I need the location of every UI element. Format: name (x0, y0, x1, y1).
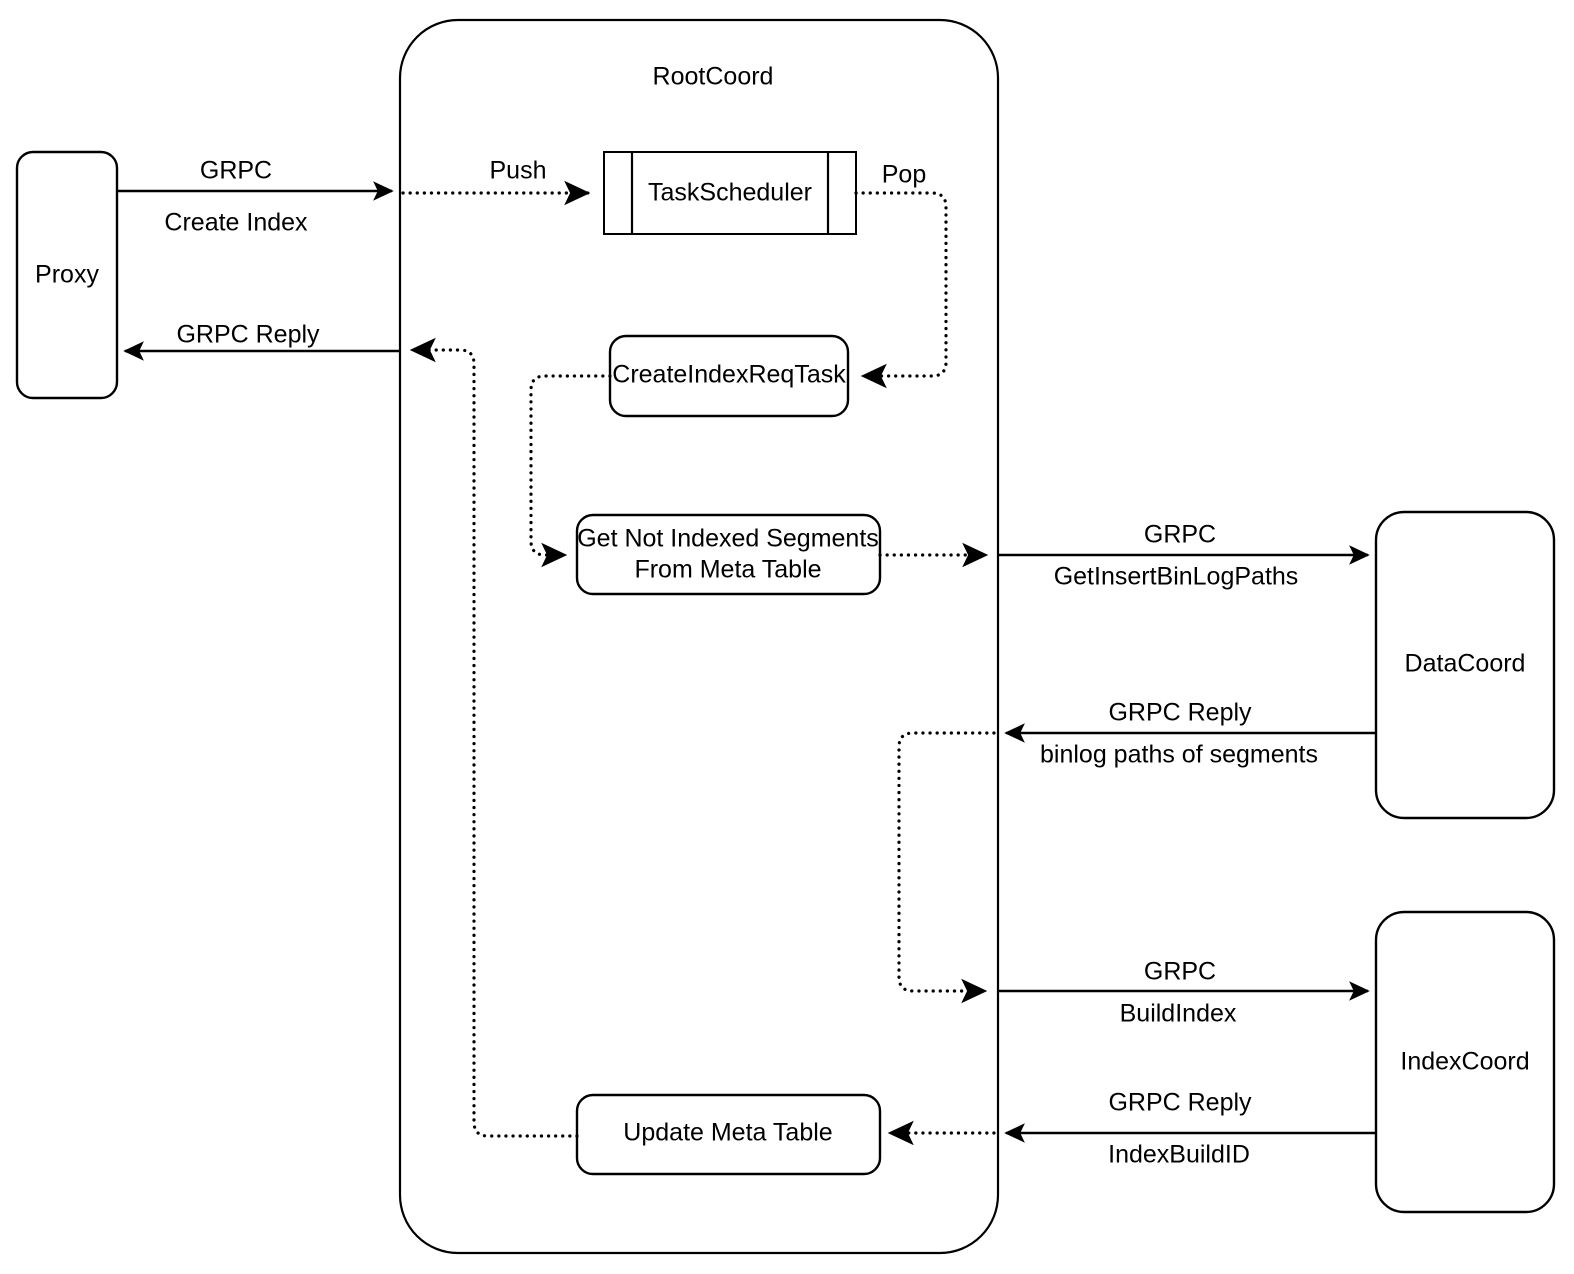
edge-push[interactable]: Push (401, 157, 591, 206)
edge-label-grpc-reply-proxy: GRPC Reply (176, 321, 320, 349)
indexcoord-box (1374, 910, 1556, 1214)
edge-label-grpc-indexcoord: GRPC (1144, 958, 1216, 986)
edge-update-meta-table-to-grpc-reply[interactable] (409, 337, 579, 1138)
edge-pop[interactable]: Pop (854, 161, 948, 389)
edge-label-grpc-reply-indexcoord: GRPC Reply (1108, 1089, 1252, 1117)
node-update-meta-table[interactable]: Update Meta Table (575, 1093, 882, 1176)
node-indexcoord[interactable]: IndexCoord (1374, 910, 1556, 1214)
edge-proxy-to-rootcoord[interactable]: GRPC Create Index (117, 157, 394, 237)
edge-binlog-to-buildindex-line (897, 731, 996, 1004)
edge-label-grpc-create-index-top: GRPC (200, 157, 272, 185)
edge-indexcoord-to-rootcoord[interactable]: GRPC Reply IndexBuildID (1004, 1089, 1376, 1169)
edge-rootcoord-to-proxy[interactable]: GRPC Reply (123, 321, 400, 361)
get-not-indexed-segments-label-line1: Get Not Indexed Segments (577, 525, 879, 553)
datacoord-box (1374, 510, 1556, 820)
edge-rootcoord-to-datacoord[interactable]: GRPC GetInsertBinLogPaths (998, 521, 1370, 591)
edge-label-push: Push (490, 157, 547, 185)
edge-label-binlog-paths-of-segments: binlog paths of segments (1040, 741, 1318, 769)
edge-label-create-index: Create Index (164, 209, 308, 237)
get-not-indexed-segments-label-line2: From Meta Table (634, 556, 821, 584)
edge-binlog-reply-to-buildindex[interactable] (897, 731, 996, 1004)
edge-label-grpc-reply-datacoord: GRPC Reply (1108, 699, 1252, 727)
node-proxy[interactable]: Proxy (15, 150, 119, 400)
edge-label-pop: Pop (882, 161, 926, 189)
edge-label-get-insert-binlog-paths: GetInsertBinLogPaths (1054, 563, 1299, 591)
edge-create-index-req-task-to-get-not-indexed-segments[interactable] (529, 374, 612, 568)
edge-datacoord-to-rootcoord[interactable]: GRPC Reply binlog paths of segments (1004, 699, 1376, 769)
edge-label-build-index: BuildIndex (1120, 1000, 1237, 1028)
proxy-box (15, 150, 119, 400)
node-create-index-req-task[interactable]: CreateIndexReqTask (608, 334, 850, 418)
update-meta-table-label: Update Meta Table (623, 1119, 832, 1147)
task-scheduler-label: TaskScheduler (648, 179, 812, 207)
task-scheduler-box (603, 151, 857, 235)
create-index-req-task-label: CreateIndexReqTask (612, 361, 846, 389)
rootcoord-title: RootCoord (653, 63, 774, 91)
edge-pop-line (854, 191, 948, 389)
proxy-label: Proxy (35, 261, 99, 289)
edge-rootcoord-to-indexcoord[interactable]: GRPC BuildIndex (998, 958, 1370, 1028)
edge-create-task-to-get-segments-line (529, 374, 612, 568)
edge-label-grpc-datacoord: GRPC (1144, 521, 1216, 549)
edge-label-index-build-id: IndexBuildID (1108, 1141, 1250, 1169)
node-task-scheduler[interactable]: TaskScheduler (603, 151, 857, 235)
container-rootcoord[interactable]: RootCoord (398, 18, 1000, 1255)
rootcoord-boundary (398, 18, 1000, 1255)
datacoord-label: DataCoord (1405, 650, 1526, 678)
node-get-not-indexed-segments[interactable]: Get Not Indexed Segments From Meta Table (575, 513, 882, 596)
edge-update-meta-to-grpc-reply-line (409, 337, 579, 1138)
indexcoord-label: IndexCoord (1400, 1048, 1529, 1076)
node-datacoord[interactable]: DataCoord (1374, 510, 1556, 820)
